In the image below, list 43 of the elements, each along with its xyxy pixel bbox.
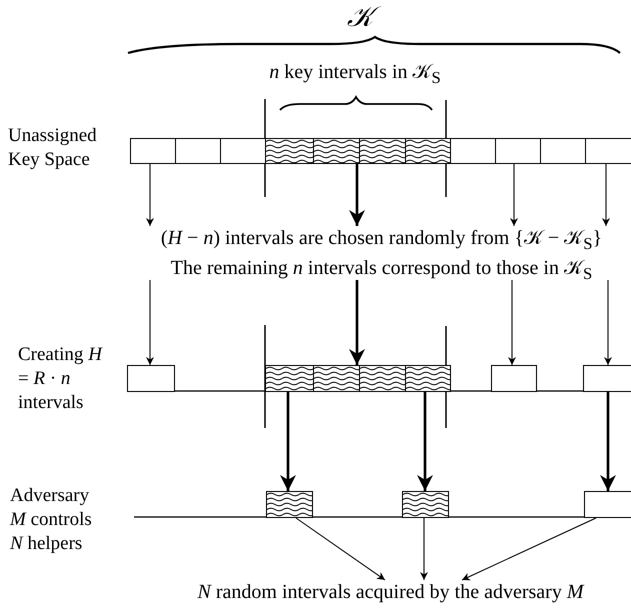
interval-box (127, 365, 175, 392)
arrow (146, 280, 154, 366)
hatched-interval-box (266, 491, 313, 518)
arrow (600, 392, 616, 491)
annotation-text: (H − n) intervals are chosen randomly from {𝒦 − 𝒦$_{S}$} (160, 226, 602, 255)
arrow (420, 518, 428, 580)
brace-label: n key intervals in 𝒦$_{S}$ (268, 60, 442, 89)
interval-box (583, 365, 631, 392)
hatched-interval-box (405, 138, 451, 164)
interval-box (220, 138, 266, 164)
arrow (508, 280, 516, 366)
hatched-interval-box (313, 138, 360, 164)
hatched-interval-box (265, 138, 314, 164)
arrow (417, 392, 433, 491)
hatched-interval-box (402, 491, 449, 518)
arrow (349, 280, 365, 365)
row-label: Creating H = R · n intervals (18, 343, 104, 415)
arrow (349, 164, 365, 226)
hatched-interval-box (359, 138, 406, 164)
interval-box (450, 138, 496, 164)
arrow (296, 518, 386, 580)
hatched-interval-box (359, 365, 406, 392)
interval-box (585, 138, 631, 164)
arrow (462, 518, 596, 580)
annotation-text: The remaining n intervals correspond to those in 𝒦$_{S}$ (170, 256, 592, 285)
hatched-interval-box (405, 365, 451, 392)
interval-box (584, 491, 631, 518)
row-label: Unassigned Key Space (8, 124, 98, 172)
arrow (602, 164, 610, 226)
arrow (510, 164, 518, 226)
interval-box (495, 138, 541, 164)
hatched-interval-box (313, 365, 360, 392)
interval-box (540, 138, 586, 164)
arrow (280, 392, 296, 491)
interval-box (175, 138, 221, 164)
interval-box (130, 138, 176, 164)
brace-label: 𝒦 (330, 6, 390, 30)
arrow (604, 280, 612, 366)
row-label: Adversary M controls N helpers (10, 484, 93, 556)
annotation-text: N random intervals acquired by the adversary M (198, 580, 584, 604)
arrow (146, 164, 154, 226)
hatched-interval-box (265, 365, 314, 392)
interval-box (491, 365, 537, 392)
